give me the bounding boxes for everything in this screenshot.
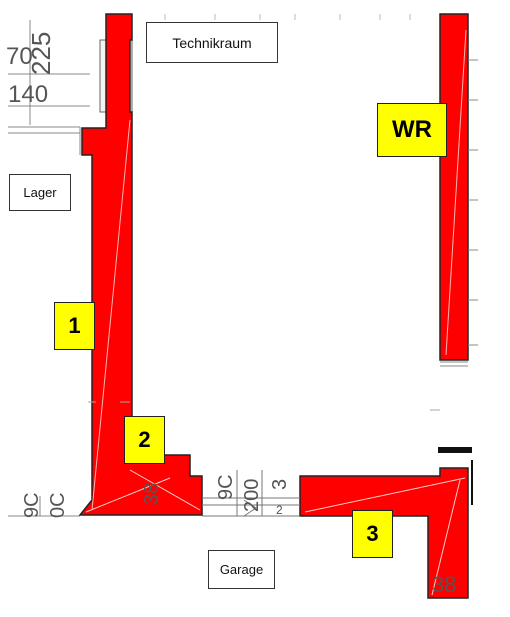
wall-hatch-bottom <box>85 469 201 513</box>
wall-hatch-line <box>91 119 131 511</box>
room-badge-wr: WR <box>377 103 447 157</box>
dim-225: 225 <box>26 32 56 75</box>
wall-right-hatch <box>445 29 467 356</box>
room-label-garage: Garage <box>208 550 275 589</box>
room-label-lager: Lager <box>9 174 71 211</box>
right-bar <box>438 447 472 453</box>
left-bottom-dim <box>8 496 80 517</box>
dim-9c-left: 9C <box>21 492 43 518</box>
dim-140: 140 <box>8 81 48 108</box>
dim-38-left: 38 <box>141 483 163 505</box>
dim-38-right: 38 <box>432 572 456 597</box>
marker-1: 1 <box>54 302 95 350</box>
wall-bottom-right <box>299 467 469 599</box>
wall-main <box>78 13 203 516</box>
marker-2: 2 <box>124 416 165 464</box>
marker-3: 3 <box>352 510 393 558</box>
dim-9c: 9C <box>215 474 237 500</box>
wall-right <box>439 13 469 361</box>
dim-0c: 0C <box>47 492 69 518</box>
left-dimension-lines <box>8 20 90 155</box>
dim-200: 200 <box>241 479 263 512</box>
wall-bottom-right-hatch <box>304 477 466 596</box>
dim-2: 2 <box>276 503 283 517</box>
dim-3: 3 <box>269 479 291 490</box>
garage-opening <box>202 470 300 517</box>
room-label-technikraum: Technikraum <box>146 22 278 63</box>
dim-70: 70 <box>6 43 33 70</box>
right-ticks <box>440 59 478 367</box>
top-ticks <box>164 14 411 20</box>
dashed-marks <box>88 401 440 411</box>
